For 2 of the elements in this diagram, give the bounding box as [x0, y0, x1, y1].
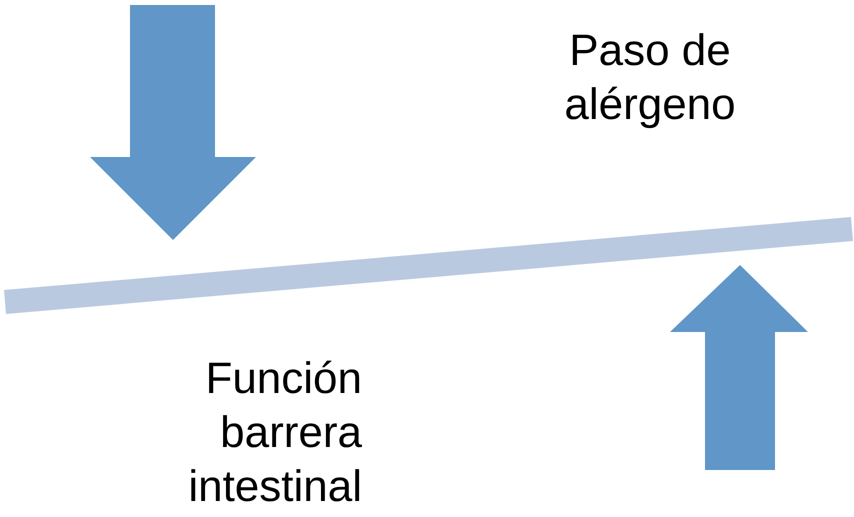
label-text: Paso de alérgeno	[563, 25, 737, 131]
label-text: Función barrera intestinal	[187, 353, 362, 513]
